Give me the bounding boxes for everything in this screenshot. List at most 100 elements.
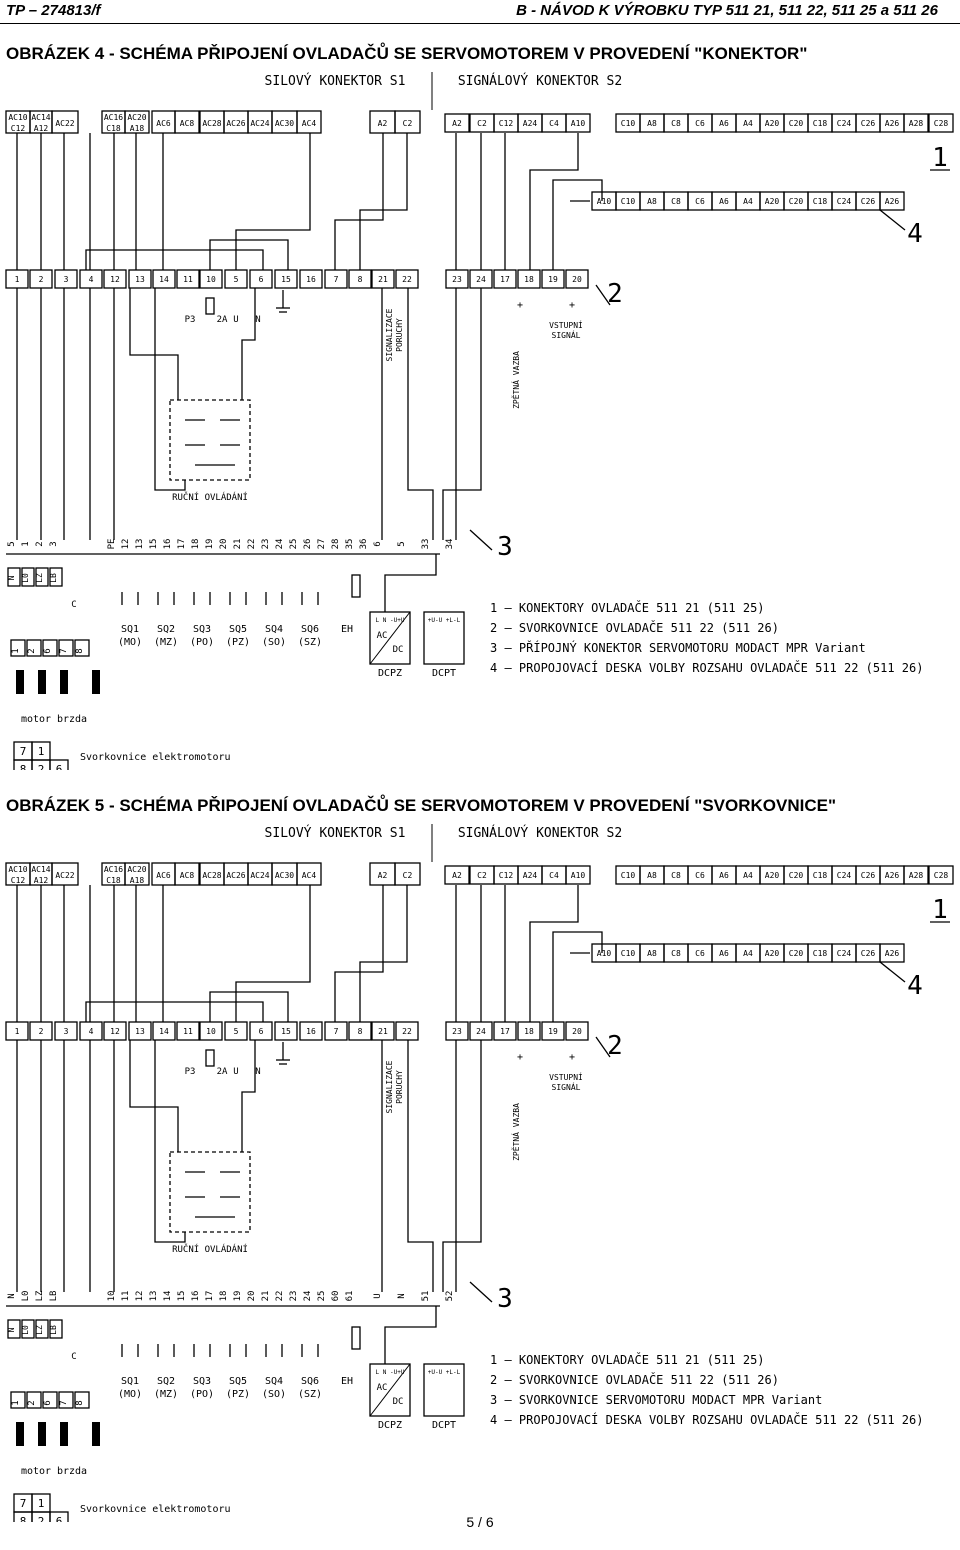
s1-pin-label: AC4 [302,119,317,128]
motor-terminal-box [49,1319,63,1339]
s2-pin-label: C2 [477,871,487,880]
board-4-label: C26 [861,949,876,958]
wire [334,885,384,1022]
fuse-label: 2A [217,315,228,325]
terminal-box [79,1021,103,1041]
switch-label: SQ1 [121,1376,139,1387]
motor-terminal-box [35,567,49,587]
switch-function-label: (SZ) [298,1389,322,1400]
s2-pin-label: C24 [837,119,852,128]
terminal-label: 11 [183,275,193,284]
signalizace-label: SIGNALIZACE [385,308,394,361]
figure-title: OBRÁZEK 4 - SCHÉMA PŘIPOJENÍ OVLADAČŮ SE… [6,44,808,63]
terminal-box [371,269,395,289]
s1-pin-label: AC16 [104,865,123,874]
terminal-label: 6 [259,1027,264,1036]
heater-symbol [351,574,361,598]
terminal-box [199,1021,223,1041]
s1-pin-box [124,110,150,134]
s1-pin-box [51,862,79,886]
brake-winding [92,670,100,694]
terminal-label: 7 [334,275,339,284]
s2-pin-label: C18 [813,871,828,880]
wire [529,885,579,1022]
terminal-label: 1 [15,275,20,284]
wire [85,249,264,270]
terminal-label: 13 [135,1027,145,1036]
board-4-label: A10 [597,949,612,958]
figure-4: OBRÁZEK 4 - SCHÉMA PŘIPOJENÍ OVLADAČŮ SE… [0,44,960,770]
s2-pin-label: A28 [909,871,924,880]
terminal-label: 20 [572,1027,582,1036]
fuse-symbol [205,1049,215,1067]
s1-pin-box [51,110,79,134]
svorkovnice-title: Svorkovnice elektromotoru [80,752,231,763]
s2-pin-label: A4 [743,871,753,880]
motor-num-box [42,1391,58,1409]
s2-pin-label: C10 [621,119,636,128]
wire [235,885,311,1022]
connector-pin-label: 15 [177,1291,187,1302]
s1-pin-label: AC22 [55,119,74,128]
board-4-label: C10 [621,949,636,958]
connector-pin-label: 25 [317,1291,327,1302]
s1-pin-label: AC26 [226,119,245,128]
wire [384,1306,437,1364]
marker-3: 3 [497,1284,513,1314]
connector-pin-label: 26 [303,539,313,550]
motor-num-box [10,639,26,657]
s1-pin-box [174,862,200,886]
terminal-label: 17 [500,1027,510,1036]
terminal-box [152,1021,176,1041]
terminal-box [299,1021,323,1041]
s2-pin-label: A4 [743,119,753,128]
terminal-box [565,269,589,289]
s2-pin-label: A20 [765,871,780,880]
legend-item: 1 – KONEKTORY OVLADAČE 511 21 (511 25) [490,600,765,615]
plus-sign: + [569,300,575,311]
motor-winding [60,670,68,694]
svorkovnice-cell [49,759,69,770]
marker-1: 1 [932,895,948,925]
marker-1: 1 [932,143,948,173]
motor-num-label: 7 [59,648,69,653]
s2-pin-label: C10 [621,871,636,880]
terminal-box [249,269,273,289]
terminal-box [395,269,419,289]
legend-item: 2 – SVORKOVNICE OVLADAČE 511 22 (511 26) [490,620,779,635]
connector-pin-label: 60 [331,1291,341,1302]
wire [442,288,482,540]
wire [154,288,186,491]
dcpz-ac-label: AC [377,631,388,641]
wire [442,1040,482,1292]
connector-pin-label: 33 [421,539,431,550]
motor-terminal-label: LZ [35,1325,44,1335]
s1-pin-label: A12 [34,124,49,133]
connector-pin-label: 25 [289,539,299,550]
terminal-label: 2 [39,275,44,284]
motor-label: motor [21,714,51,725]
terminal-label: 14 [159,275,169,284]
svorkovnice-label: 2 [38,1515,45,1522]
switch-label: SQ6 [301,624,319,635]
connector-pin-label: 15 [149,539,159,550]
terminal-label: 21 [378,1027,388,1036]
wire [369,611,411,665]
zpetna-vazba-label: ZPĚTNÁ VAZBA [510,351,521,409]
s1-pin-label: AC14 [31,113,50,122]
connector-pin-label: 27 [317,539,327,550]
wire [359,885,408,1022]
connector-pin-label: 5 [7,541,17,546]
vstupni-label: SIGNÁL [552,329,581,340]
terminal-label: 23 [452,1027,462,1036]
plus-sign: + [517,1052,523,1063]
svorkovnice-label: 6 [56,1515,63,1522]
wire [129,1040,179,1152]
motor-num-label: 6 [43,648,53,653]
s1-pin-label: C12 [11,124,26,133]
plus-sign: + [517,300,523,311]
wire [552,179,603,270]
marker-leader [595,1036,611,1058]
terminal-box [176,1021,200,1041]
s2-pin-label: A26 [885,119,900,128]
